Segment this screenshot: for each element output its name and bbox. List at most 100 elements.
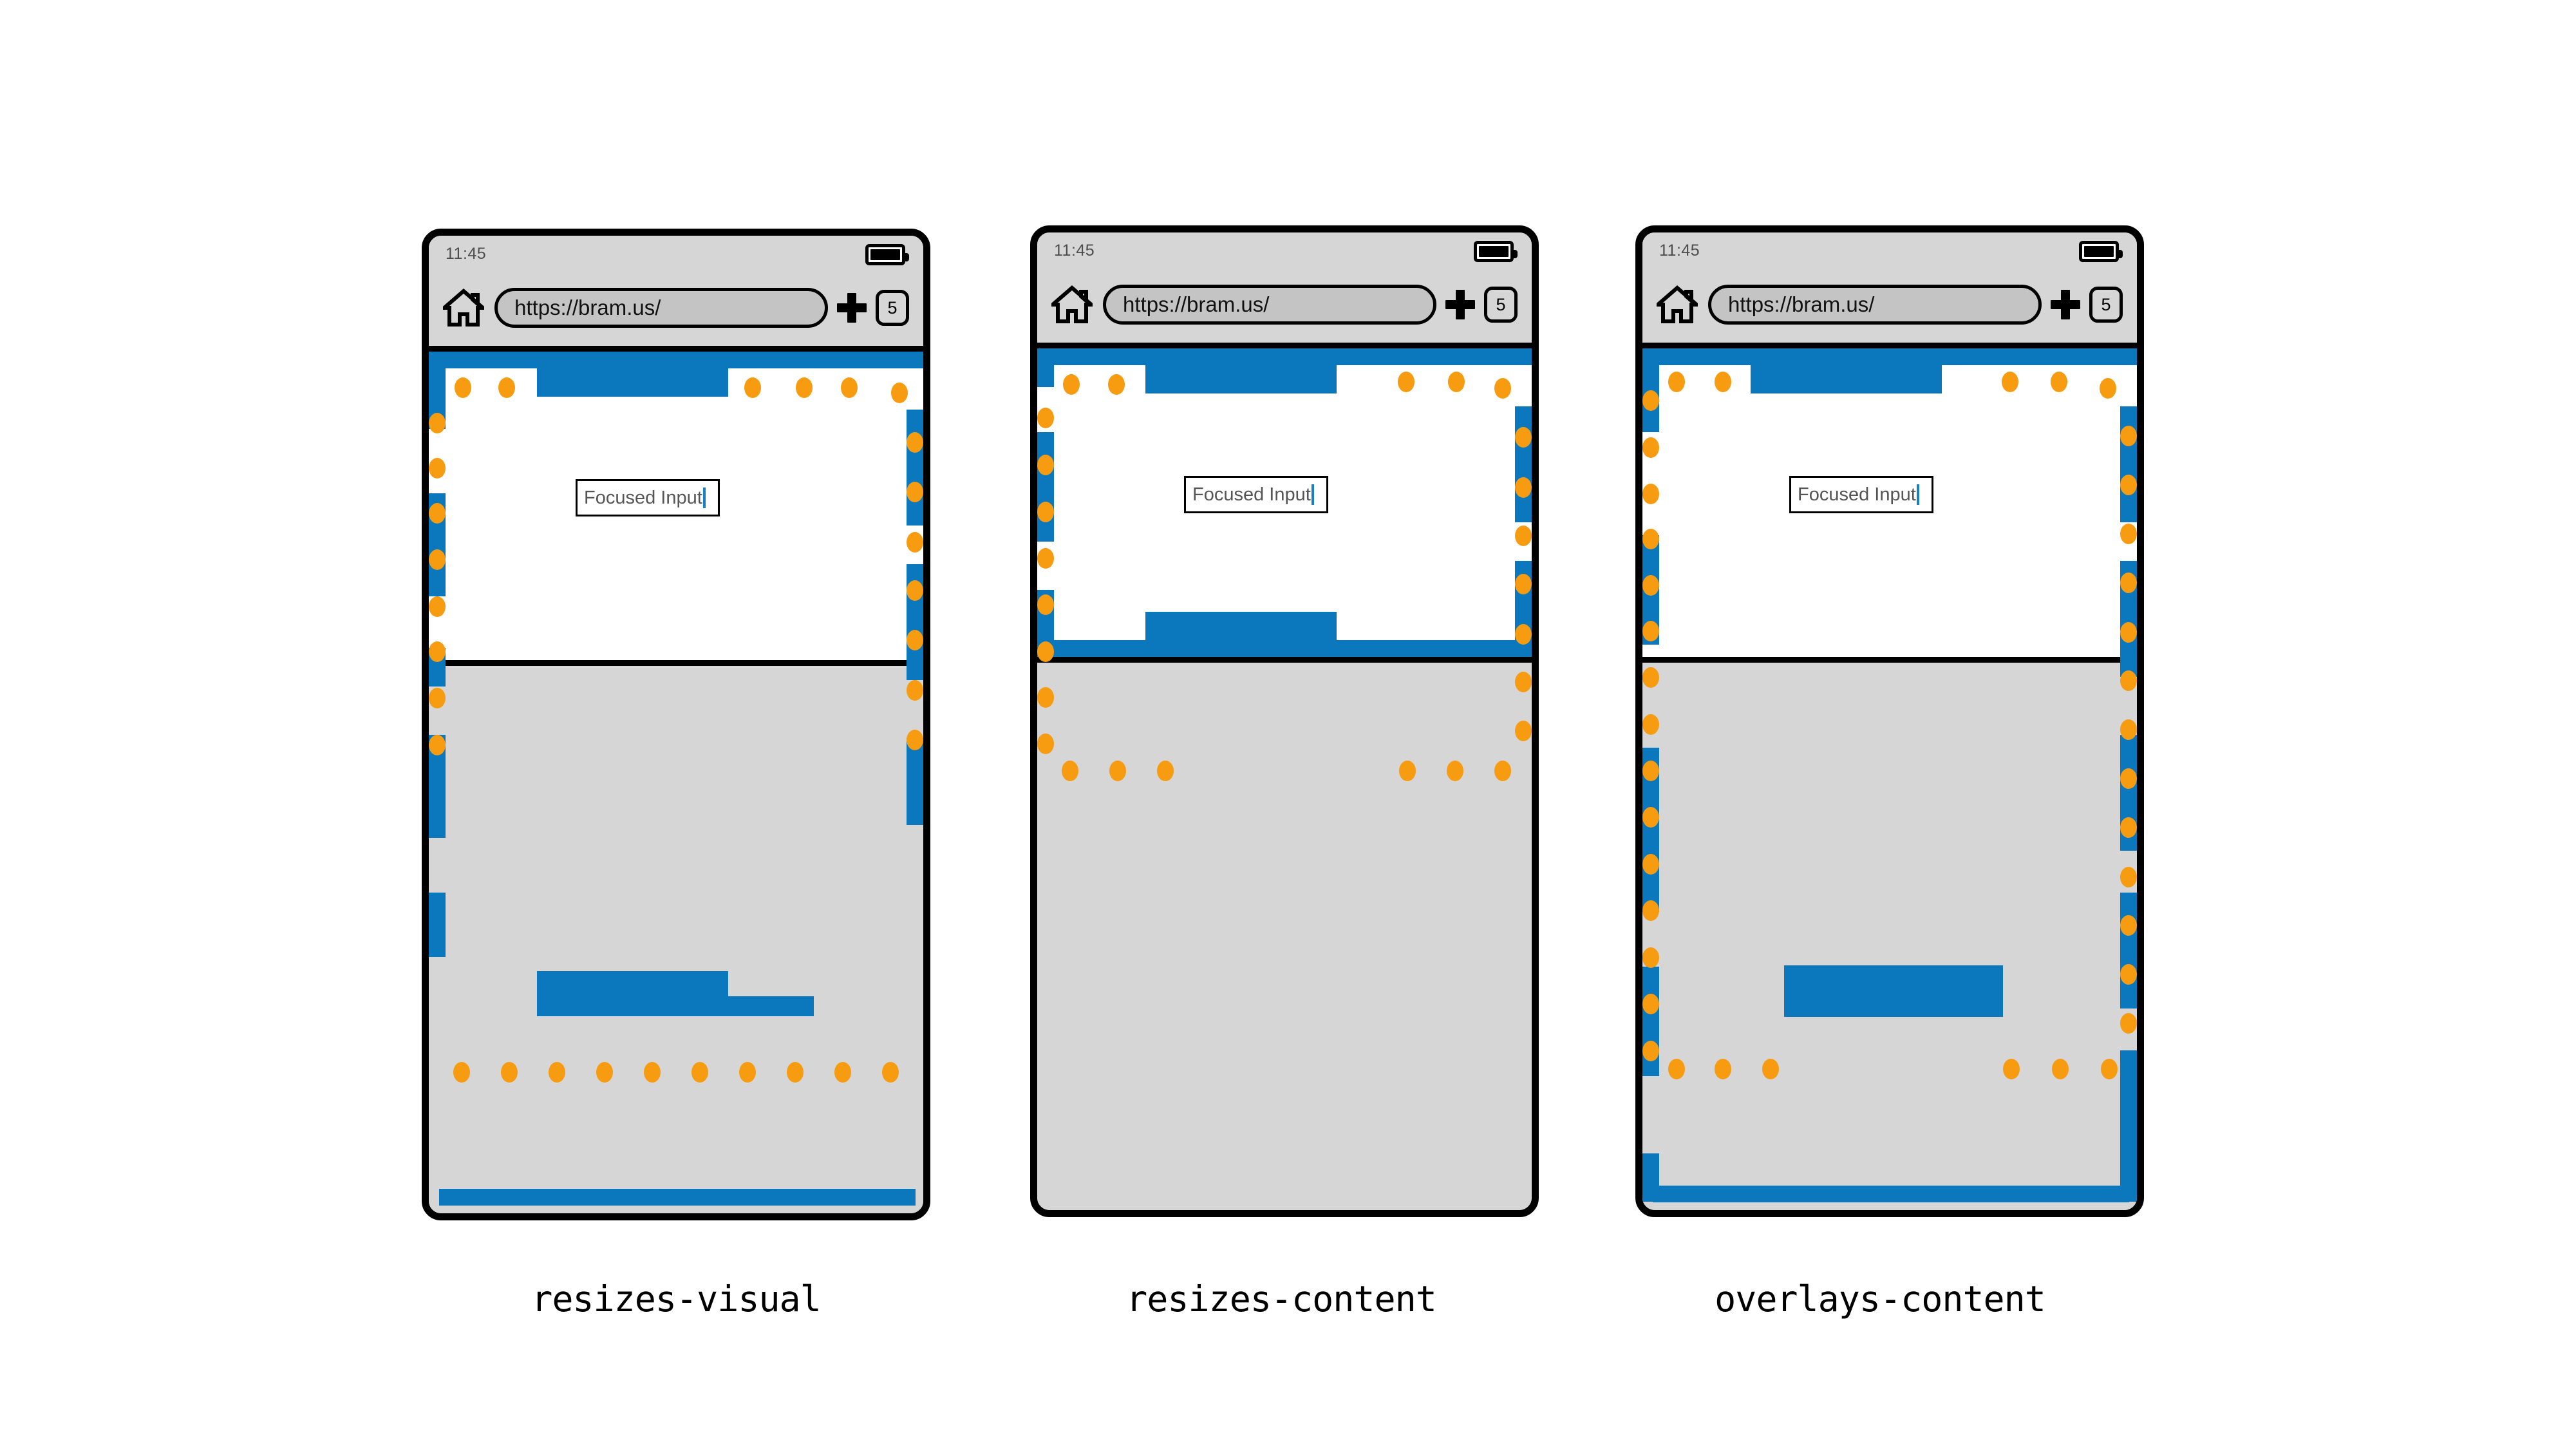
viewport-dot [907, 432, 923, 453]
viewport-dot [429, 413, 446, 433]
viewport-dot [2120, 768, 2137, 789]
viewport-dot [429, 641, 446, 662]
toolbar-row: https://bram.us/ 5 [1642, 272, 2137, 337]
viewport-dot [787, 1062, 804, 1083]
keyboard-divider [1037, 657, 1532, 663]
address-bar-text: https://bram.us/ [514, 296, 661, 319]
tab-count-button[interactable]: 5 [1484, 287, 1518, 323]
browser-chrome: 11:45 https://bram.us/ 5 [429, 236, 923, 352]
keyboard-pane [429, 666, 923, 1213]
page-block-bottom-strip [537, 996, 814, 1016]
viewport-dot [2051, 372, 2067, 392]
focused-input-value: Focused Input [584, 487, 702, 508]
viewport-dot [2120, 867, 2137, 887]
viewport-dot [1398, 372, 1415, 392]
viewport-dot [1062, 761, 1078, 781]
address-bar[interactable]: https://bram.us/ [1103, 285, 1436, 325]
phone-resizes-visual: 11:45 https://bram.us/ 5 Focused Input [422, 229, 930, 1220]
viewport-dot [1108, 374, 1125, 395]
viewport-dot [429, 503, 446, 524]
tab-count-button[interactable]: 5 [876, 290, 909, 326]
browser-chrome: 11:45 https://bram.us/ 5 [1037, 232, 1532, 348]
page-block-top [1145, 348, 1337, 393]
viewport-dot [2120, 524, 2137, 544]
viewport-dot [1037, 408, 1054, 428]
viewport-dot [834, 1062, 851, 1083]
viewport-dot [1515, 672, 1532, 692]
viewport-dot [907, 730, 923, 750]
phone-overlays-content: 11:45 https://bram.us/ 5 Focused Input [1635, 225, 2144, 1217]
viewport-dot [744, 377, 761, 398]
status-bar-time: 11:45 [1659, 242, 1700, 260]
plus-icon[interactable] [2051, 290, 2080, 319]
viewport-dot [1399, 761, 1416, 781]
plus-icon[interactable] [1445, 290, 1475, 319]
toolbar-row: https://bram.us/ 5 [1037, 272, 1532, 337]
toolbar-row: https://bram.us/ 5 [429, 276, 923, 340]
caption-resizes-content: resizes-content [1126, 1278, 1437, 1320]
viewport-dot [1642, 575, 1659, 596]
viewport-dot [907, 532, 923, 553]
viewport-dot [429, 458, 446, 478]
viewport-dot [1037, 641, 1054, 662]
viewport-dot [2120, 573, 2137, 593]
plus-icon[interactable] [837, 293, 867, 323]
viewport-dot [429, 596, 446, 617]
keyboard-divider [429, 660, 923, 666]
focused-input[interactable]: Focused Input [1789, 476, 1933, 513]
viewport-dot [2003, 1059, 2020, 1079]
viewport-dot [2101, 1059, 2118, 1079]
page-block-bottom [1145, 612, 1337, 657]
viewport-dot [2100, 378, 2116, 399]
viewport-dot [907, 580, 923, 601]
status-bar-time: 11:45 [1054, 242, 1095, 260]
viewport-dot [1515, 427, 1532, 448]
viewport-dot [2052, 1059, 2069, 1079]
viewport-dot [501, 1062, 518, 1083]
viewport-dot [1642, 667, 1659, 688]
viewport-dot [1642, 854, 1659, 875]
focused-input-value: Focused Input [1192, 484, 1311, 505]
viewport-dot [1642, 1041, 1659, 1061]
tab-count-button[interactable]: 5 [2089, 287, 2123, 323]
phone-resizes-content: 11:45 https://bram.us/ 5 Focused Input [1030, 225, 1539, 1217]
content-pane: Focused Input [1037, 348, 1532, 657]
viewport-dot [1515, 574, 1532, 594]
viewport-dot [691, 1062, 708, 1083]
page-block-top [1751, 348, 1942, 393]
address-bar[interactable]: https://bram.us/ [1708, 285, 2042, 325]
viewport-dot [596, 1062, 613, 1083]
viewport-dot [1642, 761, 1659, 781]
keyboard-pane [1037, 663, 1532, 1210]
home-icon[interactable] [1051, 285, 1093, 324]
viewport-dot [2120, 915, 2137, 936]
viewport-dot [1715, 1059, 1731, 1079]
text-caret [702, 488, 706, 508]
address-bar[interactable]: https://bram.us/ [494, 288, 828, 328]
viewport-dot [841, 377, 858, 398]
viewport-dot [1037, 687, 1054, 708]
focused-input[interactable]: Focused Input [576, 479, 720, 516]
viewport-dot [429, 735, 446, 755]
viewport-dot [1642, 390, 1659, 411]
viewport-dot [1448, 372, 1465, 392]
viewport-dot [1642, 714, 1659, 735]
viewport-dot [453, 1062, 470, 1083]
viewport-dot [1447, 761, 1463, 781]
viewport-dot [882, 1062, 899, 1083]
viewport-dot [2120, 670, 2137, 691]
viewport-dot [2120, 817, 2137, 838]
viewport-dot [1157, 761, 1174, 781]
text-caret [1311, 484, 1314, 505]
home-icon[interactable] [1657, 285, 1698, 324]
viewport-dot [1037, 502, 1054, 522]
content-pane: Focused Input [1642, 348, 2137, 657]
viewport-dot [1037, 548, 1054, 569]
viewport-dot [907, 630, 923, 650]
focused-input[interactable]: Focused Input [1184, 476, 1328, 513]
viewport-dot [1642, 529, 1659, 549]
viewport-dot [2120, 1013, 2137, 1034]
viewport-dot [549, 1062, 565, 1083]
home-icon[interactable] [443, 289, 484, 327]
viewport-dot [644, 1062, 661, 1083]
